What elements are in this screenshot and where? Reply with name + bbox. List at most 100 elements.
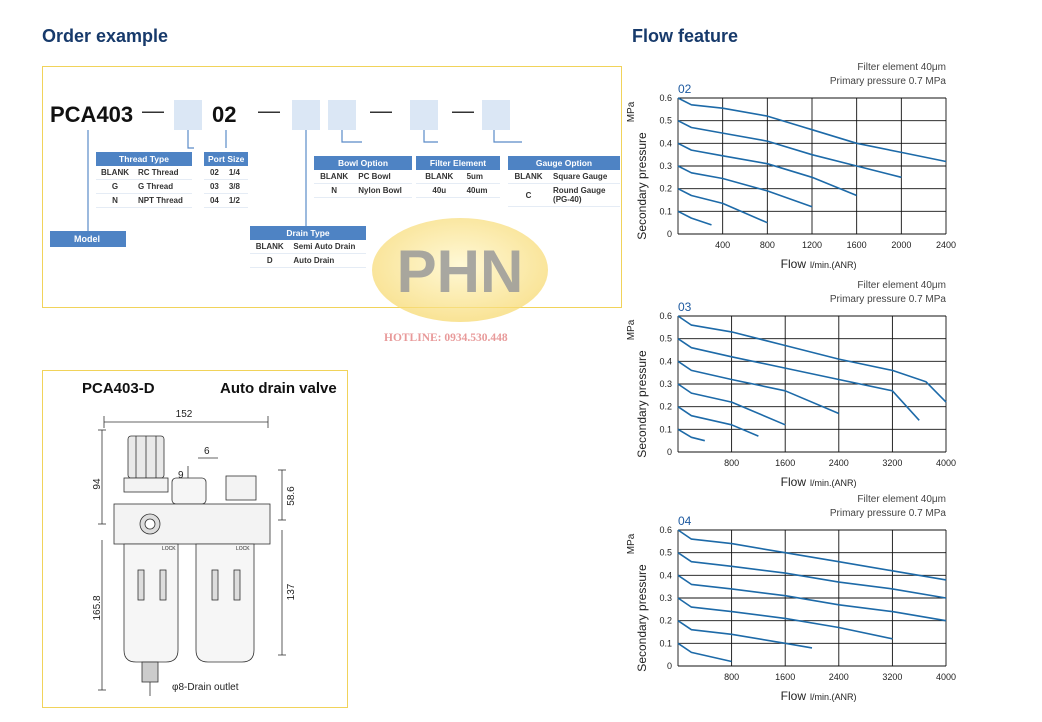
dim-137: 137 — [286, 583, 297, 600]
y-axis-label: Secondary pressure — [635, 132, 649, 240]
y-tick-label: 0 — [667, 447, 672, 457]
y-tick-label: 0.1 — [659, 206, 672, 216]
option-desc: 40um — [462, 183, 500, 198]
dim-width: 152 — [176, 409, 193, 420]
code-dash: — — [258, 98, 280, 123]
phn-logo-text: PHN — [397, 238, 524, 305]
thread-type-header: Thread Type — [96, 152, 192, 166]
chart-title: 04 — [678, 514, 692, 528]
option-desc: 5um — [462, 170, 500, 184]
flow-curve-4 — [677, 597, 893, 640]
x-axis-unit: l/min.(ANR) — [810, 478, 857, 488]
option-code: BLANK — [314, 170, 355, 184]
option-desc: NPT Thread — [134, 193, 192, 208]
y-tick-label: 0.2 — [659, 616, 672, 626]
code-slot-drain — [292, 100, 320, 130]
x-tick-label: 800 — [760, 240, 775, 250]
dim-6: 6 — [204, 446, 210, 457]
y-tick-label: 0.6 — [659, 525, 672, 535]
code-slot-gauge — [482, 100, 510, 130]
x-tick-label: 2400 — [936, 240, 956, 250]
option-desc: Nylon Bowl — [354, 183, 412, 198]
chart-note: Primary pressure 0.7 MPa — [830, 508, 947, 519]
y-tick-label: 0.4 — [659, 570, 672, 580]
y-tick-label: 0.3 — [659, 593, 672, 603]
y-tick-label: 0 — [667, 661, 672, 671]
phn-watermark: PHN HOTLINE: 0934.530.448 — [368, 212, 552, 344]
port-size-code: 02 — [212, 102, 237, 127]
chart-note: Filter element 40μm — [857, 280, 946, 291]
frl-unit-drawing: 152 6 9 94 165.8 58.6 137 φ8-Drain outle… — [92, 409, 297, 696]
option-code: 02 — [204, 166, 225, 180]
x-axis-unit: l/min.(ANR) — [810, 260, 857, 270]
dim-9: 9 — [178, 470, 184, 481]
x-tick-label: 1600 — [775, 672, 795, 682]
y-tick-label: 0.4 — [659, 356, 672, 366]
y-axis-unit: MPa — [626, 101, 637, 122]
x-tick-label: 1200 — [802, 240, 822, 250]
option-desc: 3/8 — [224, 179, 249, 194]
y-tick-label: 0.2 — [659, 184, 672, 194]
y-tick-label: 0.4 — [659, 138, 672, 148]
chart-note: Primary pressure 0.7 MPa — [830, 76, 947, 87]
flow-curve-3 — [677, 142, 858, 197]
y-tick-label: 0.5 — [659, 548, 672, 558]
y-tick-label: 0.3 — [659, 161, 672, 171]
x-axis-label: Flow — [781, 689, 807, 703]
model-code-prefix: PCA403 — [50, 102, 134, 127]
dim-58: 58.6 — [286, 486, 297, 506]
flow-curve-4 — [677, 383, 786, 426]
port-size-header: Port Size — [204, 152, 249, 166]
option-code: BLANK — [416, 170, 463, 184]
bowl-option-header: Bowl Option — [314, 156, 412, 170]
x-axis-unit: l/min.(ANR) — [810, 692, 857, 702]
flow-curve-5 — [677, 620, 813, 649]
x-tick-label: 4000 — [936, 672, 956, 682]
option-desc: RC Thread — [134, 166, 192, 180]
option-desc: PC Bowl — [354, 170, 412, 184]
code-dash: — — [370, 98, 392, 123]
flow-curve-1 — [677, 97, 947, 163]
gauge-option-header: Gauge Option — [508, 156, 620, 170]
flow-curve-5 — [677, 187, 768, 224]
option-code: BLANK — [250, 240, 290, 254]
option-desc: Round Gauge (PG-40) — [549, 183, 620, 207]
dimension-model-title: PCA403-D — [82, 380, 155, 397]
x-tick-label: 3200 — [882, 672, 902, 682]
option-code: 04 — [204, 193, 225, 208]
flow-curve-2 — [677, 552, 947, 599]
x-tick-label: 2400 — [829, 458, 849, 468]
flow-curve-3 — [677, 360, 840, 415]
code-dash: — — [142, 98, 164, 123]
option-code: N — [314, 183, 355, 198]
option-code: N — [96, 193, 134, 208]
x-tick-label: 2000 — [891, 240, 911, 250]
code-dash: — — [452, 98, 474, 123]
code-slot-filter — [410, 100, 438, 130]
order-example-title: Order example — [42, 26, 169, 46]
flow-feature-title: Flow feature — [632, 26, 739, 46]
flow-curve-6 — [677, 210, 712, 226]
y-tick-label: 0.6 — [659, 93, 672, 103]
drain-outlet-label: φ8-Drain outlet — [172, 682, 239, 693]
dim-94: 94 — [92, 478, 103, 490]
x-tick-label: 800 — [724, 672, 739, 682]
option-code: 03 — [204, 179, 225, 194]
